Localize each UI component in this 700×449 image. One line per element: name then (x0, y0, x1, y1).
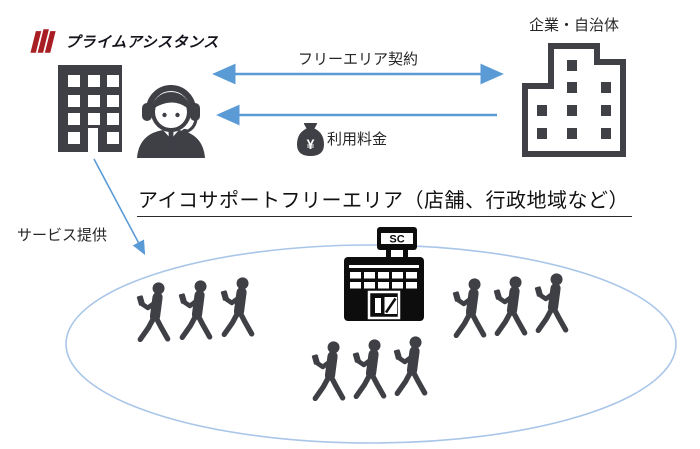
people-group-left (137, 277, 252, 339)
call-center-operator-icon (137, 85, 205, 158)
corporate-building-icon (522, 43, 626, 157)
people-group-bottom (312, 336, 425, 398)
service-label: サービス提供 (17, 227, 108, 244)
yen-symbol: ¥ (307, 136, 315, 152)
office-building-icon (58, 65, 122, 152)
free-area-title: アイコサポートフリーエリア（店舗、行政地域など） (137, 184, 632, 217)
pedestrian-with-phone-icon (535, 273, 566, 330)
pedestrian-with-phone-icon (179, 280, 210, 337)
logo: プライムアシスタンス (30, 28, 219, 54)
service-arrow (93, 158, 146, 256)
pedestrian-with-phone-icon (353, 339, 384, 396)
pedestrian-with-phone-icon (137, 282, 168, 339)
pedestrian-with-phone-icon (221, 277, 252, 334)
shopping-center-icon: SC (344, 227, 424, 321)
pedestrian-with-phone-icon (453, 278, 484, 335)
sc-sign-text: SC (389, 234, 404, 246)
pedestrian-with-phone-icon (494, 276, 525, 333)
brand-name: プライムアシスタンス (65, 33, 219, 51)
people-group-right (453, 273, 566, 335)
free-area-ellipse (65, 244, 677, 444)
pedestrian-with-phone-icon (312, 341, 343, 398)
triple-slash-mark-icon (30, 29, 56, 53)
fee-label: 利用料金 (327, 131, 388, 148)
contract-label: フリーエリア契約 (297, 51, 419, 68)
client-label: 企業・自治体 (528, 17, 620, 34)
money-bag-icon: ¥ (297, 123, 324, 156)
pedestrian-with-phone-icon (394, 336, 425, 393)
